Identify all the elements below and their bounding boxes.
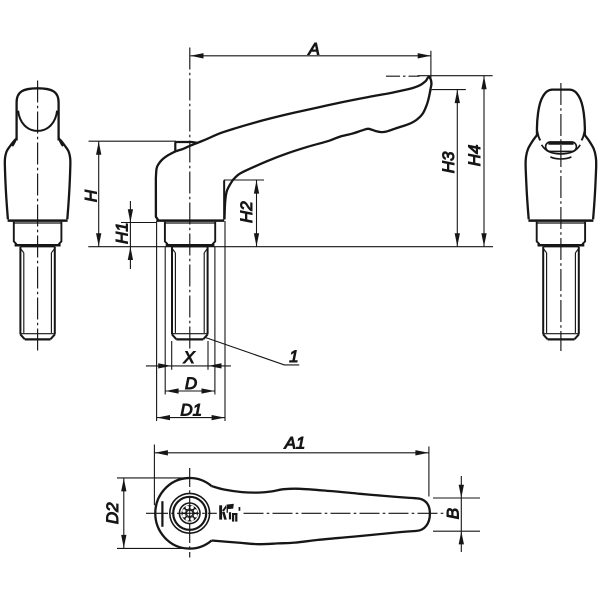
svg-text:H2: H2 bbox=[237, 201, 256, 223]
svg-text:D2: D2 bbox=[103, 502, 122, 524]
svg-text:1: 1 bbox=[289, 347, 298, 366]
svg-text:H1: H1 bbox=[112, 222, 131, 244]
svg-text:B: B bbox=[444, 508, 463, 519]
svg-text:H3: H3 bbox=[439, 151, 458, 173]
svg-text:H: H bbox=[82, 189, 101, 202]
svg-text:A1: A1 bbox=[284, 434, 306, 453]
svg-text:X: X bbox=[182, 348, 195, 367]
svg-text:H4: H4 bbox=[465, 145, 484, 167]
svg-text:D: D bbox=[185, 374, 197, 393]
svg-text:D1: D1 bbox=[180, 401, 202, 420]
svg-text:A: A bbox=[308, 39, 320, 58]
